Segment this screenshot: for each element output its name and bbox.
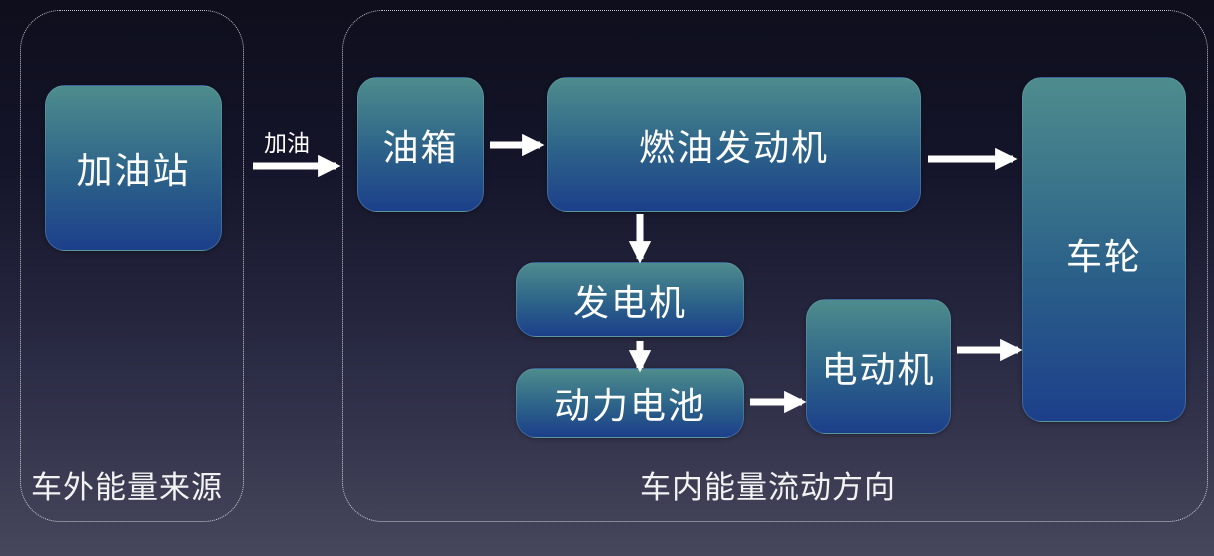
node-wheels-label: 车轮 <box>1065 237 1142 278</box>
region-internal-label: 车内能量流动方向 <box>640 470 896 506</box>
node-engine: 燃油发动机 <box>547 77 921 212</box>
node-motor: 电动机 <box>806 299 951 434</box>
node-fuel-tank-label: 油箱 <box>382 127 459 169</box>
node-generator-label: 发电机 <box>572 282 687 324</box>
node-engine-label: 燃油发动机 <box>638 127 829 169</box>
node-wheels: 车轮 <box>1022 77 1186 422</box>
node-motor-label: 电动机 <box>821 349 936 391</box>
edge-refuel-label: 加油 <box>264 131 310 157</box>
node-battery-label: 动力电池 <box>553 386 706 427</box>
region-internal <box>342 10 1208 522</box>
node-generator: 发电机 <box>516 262 744 337</box>
region-external <box>20 10 244 522</box>
node-gas-station: 加油站 <box>45 85 222 251</box>
node-gas-station-label: 加油站 <box>76 151 191 192</box>
node-fuel-tank: 油箱 <box>357 77 484 212</box>
node-battery: 动力电池 <box>516 368 744 438</box>
region-external-label: 车外能量来源 <box>31 470 223 506</box>
